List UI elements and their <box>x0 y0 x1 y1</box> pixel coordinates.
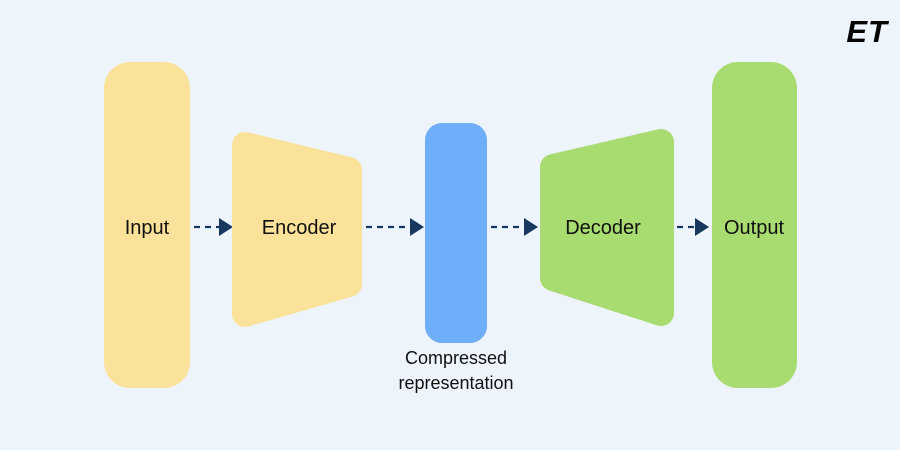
bottleneck-caption-line1: Compressed <box>405 348 507 368</box>
arrow-bottleneck-to-decoder <box>491 218 538 236</box>
encoder-node-shape <box>232 132 362 327</box>
arrow-head-icon <box>410 218 424 236</box>
output-node-shape <box>712 62 797 388</box>
bottleneck-caption-line2: representation <box>398 373 513 393</box>
decoder-node-shape <box>540 129 674 326</box>
output-node-label: Output <box>724 217 784 239</box>
arrow-head-icon <box>695 218 709 236</box>
arrow-decoder-to-output <box>677 218 709 236</box>
brand-logo: ET <box>846 14 890 49</box>
arrow-head-icon <box>219 218 233 236</box>
arrow-encoder-to-bottleneck <box>366 218 424 236</box>
arrow-head-icon <box>524 218 538 236</box>
input-node-shape <box>104 62 190 388</box>
input-node-label: Input <box>125 217 170 239</box>
arrow-input-to-encoder <box>194 218 233 236</box>
encoder-node-label: Encoder <box>262 217 337 239</box>
bottleneck-node-shape <box>425 123 487 343</box>
decoder-node-label: Decoder <box>565 217 641 239</box>
